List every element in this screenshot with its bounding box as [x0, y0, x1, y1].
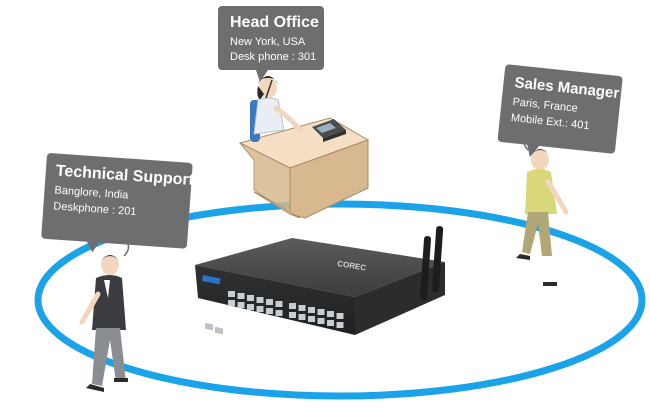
device-brand-label: COREC: [337, 259, 367, 272]
device-port: [289, 312, 296, 318]
device-port: [256, 297, 264, 303]
device-port: [298, 314, 306, 320]
sales-manager-figure: [516, 137, 569, 286]
device-port: [266, 299, 273, 305]
device-port: [228, 291, 235, 297]
device-port: [317, 318, 325, 324]
receptionist-figure: [253, 76, 303, 135]
device-port-grid: [228, 291, 344, 328]
desk-phone-icon: [312, 119, 346, 142]
ip-pbx-device: COREC: [195, 226, 445, 335]
technical-support-figure: [79, 243, 130, 392]
device-port: [266, 308, 273, 314]
bubble-head-office: Head Office New York, USA Desk phone : 3…: [218, 6, 324, 82]
head-office-location: New York, USA: [230, 36, 306, 48]
device-port: [275, 301, 283, 307]
technical-support-phone: Deskphone : 201: [53, 200, 137, 218]
office-desk: [238, 76, 370, 219]
device-ports: [205, 322, 223, 335]
device-port: [336, 313, 344, 319]
technical-support-location: Banglore, India: [54, 184, 130, 201]
device-port: [247, 295, 254, 301]
device-port: [256, 306, 264, 312]
head-office-phone: Desk phone : 301: [230, 51, 316, 63]
antenna-icon: [419, 226, 444, 300]
device-port: [247, 304, 254, 310]
network-ring: [34, 200, 646, 400]
bubble-sales-manager: Sales Manager Paris, France Mobile Ext.:…: [497, 64, 623, 158]
device-port: [228, 300, 235, 306]
device-port: [327, 320, 334, 326]
device-port: [237, 302, 245, 308]
device-port: [298, 305, 306, 311]
device-port: [308, 316, 315, 322]
device-port: [289, 303, 296, 309]
bubble-technical-support: Technical Support Banglore, India Deskph…: [41, 153, 195, 253]
device-port: [308, 307, 315, 313]
device-port: [275, 310, 283, 316]
device-port: [336, 322, 344, 328]
device-port: [237, 293, 245, 299]
device-port: [317, 309, 325, 315]
device-port: [327, 311, 334, 317]
head-office-title: Head Office: [230, 14, 319, 31]
